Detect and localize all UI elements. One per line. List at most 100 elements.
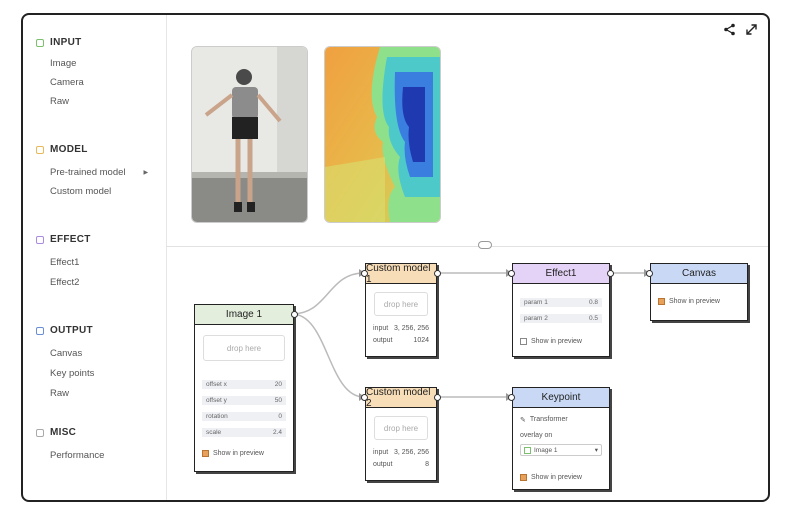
param-value: 0	[278, 413, 282, 420]
node-canvas[interactable]: Canvas Show in preview	[646, 263, 748, 321]
sidebar-item-pretrained-model[interactable]: Pre-trained model ▶	[50, 167, 148, 178]
sidebar-section-model[interactable]: MODEL	[36, 144, 88, 155]
transformer-row[interactable]: ✎ Transformer	[520, 416, 602, 424]
sidebar-item-raw-output[interactable]: Raw	[50, 388, 70, 399]
output-port[interactable]	[607, 270, 614, 277]
drop-zone[interactable]: drop here	[374, 416, 428, 440]
node-title: Custom model 2	[366, 387, 436, 409]
checkbox-checked-icon	[658, 298, 665, 305]
section-title: OUTPUT	[50, 325, 93, 336]
input-photo-preview[interactable]	[191, 46, 308, 223]
sidebar-item-camera[interactable]: Camera	[50, 77, 84, 88]
output-port[interactable]	[434, 270, 441, 277]
show-in-preview-checkbox[interactable]: Show in preview	[520, 474, 582, 481]
row-value: 1024	[413, 337, 429, 344]
output-square-icon	[36, 326, 44, 335]
input-port[interactable]	[646, 270, 653, 277]
overlay-select-value: Image 1	[524, 446, 558, 454]
resize-handle[interactable]	[478, 241, 492, 249]
sidebar-item-custom-model[interactable]: Custom model	[50, 186, 112, 197]
input-port[interactable]	[361, 270, 368, 277]
section-title: MODEL	[50, 144, 88, 155]
row-label: output	[373, 461, 393, 468]
output-port[interactable]	[434, 394, 441, 401]
checkbox-unchecked-icon	[520, 338, 527, 345]
sidebar-section-output[interactable]: OUTPUT	[36, 325, 93, 336]
output-shape-row: output 1024	[373, 337, 429, 344]
section-title: MISC	[50, 427, 77, 438]
node-title: Effect1	[513, 264, 609, 284]
param-rotation[interactable]: rotation 0	[202, 412, 286, 421]
sidebar-section-misc[interactable]: MISC	[36, 427, 76, 438]
param-label: rotation	[206, 413, 228, 420]
overlay-label: overlay on	[520, 432, 602, 439]
node-title: Canvas	[651, 264, 747, 284]
param-value: 2.4	[272, 429, 282, 436]
overlay-select[interactable]: Image 1 ▾	[520, 444, 602, 456]
sidebar-item-image[interactable]: Image	[50, 58, 77, 69]
node-keypoint[interactable]: Keypoint ✎ Transformer overlay on Image …	[508, 387, 610, 490]
param-scale[interactable]: scale 2.4	[202, 428, 286, 437]
param-value: 0.5	[588, 315, 598, 322]
node-edges	[291, 269, 650, 401]
section-title: EFFECT	[50, 234, 91, 245]
param-label: param 1	[524, 299, 548, 306]
checkbox-label: Show in preview	[531, 474, 582, 481]
transformer-label: Transformer	[529, 416, 568, 423]
dropdown-arrow-icon: ▾	[594, 447, 598, 454]
node-title: Custom model 1	[366, 263, 436, 285]
sidebar-item-effect1[interactable]: Effect1	[50, 257, 80, 268]
param-2[interactable]: param 2 0.5	[520, 314, 602, 323]
show-in-preview-checkbox[interactable]: Show in preview	[520, 338, 582, 345]
checkbox-checked-icon	[520, 474, 527, 481]
sidebar-section-input[interactable]: INPUT	[36, 37, 82, 48]
drop-zone[interactable]: drop here	[374, 292, 428, 316]
param-label: offset x	[206, 381, 227, 388]
param-offset-y[interactable]: offset y 50	[202, 396, 286, 405]
checkbox-label: Show in preview	[531, 338, 582, 345]
sidebar-item-raw-input[interactable]: Raw	[50, 96, 70, 107]
pencil-icon: ✎	[520, 417, 526, 424]
input-square-icon	[36, 38, 44, 47]
sidebar-item-effect2[interactable]: Effect2	[50, 277, 80, 288]
input-port[interactable]	[508, 394, 515, 401]
param-label: param 2	[524, 315, 548, 322]
caret-right-icon: ▶	[143, 170, 149, 176]
show-in-preview-checkbox[interactable]: Show in preview	[658, 298, 720, 305]
sidebar-section-effect[interactable]: EFFECT	[36, 234, 91, 245]
show-in-preview-checkbox[interactable]: Show in preview	[202, 450, 264, 457]
model-square-icon	[36, 145, 44, 154]
checkbox-label: Show in preview	[669, 298, 720, 305]
sidebar-item-key-points[interactable]: Key points	[50, 368, 95, 379]
drop-zone[interactable]: drop here	[203, 335, 285, 361]
sidebar-item-performance[interactable]: Performance	[50, 450, 105, 461]
share-icon[interactable]	[723, 23, 736, 39]
misc-square-icon	[36, 428, 44, 437]
sidebar-item-label: Pre-trained model	[50, 167, 126, 178]
output-port[interactable]	[291, 311, 298, 318]
depth-map-preview[interactable]	[324, 46, 441, 223]
sidebar-item-canvas[interactable]: Canvas	[50, 348, 83, 359]
section-title: INPUT	[50, 37, 82, 48]
param-value: 50	[274, 397, 282, 404]
row-value: 3, 256, 256	[393, 325, 429, 332]
input-port[interactable]	[508, 270, 515, 277]
node-title: Keypoint	[513, 388, 609, 408]
overlay-label-text: overlay on	[520, 432, 553, 439]
row-label: output	[373, 337, 393, 344]
row-label: input	[373, 449, 389, 456]
param-label: scale	[206, 429, 222, 436]
expand-icon[interactable]	[745, 23, 758, 39]
checkbox-checked-icon	[202, 450, 209, 457]
checkbox-label: Show in preview	[213, 450, 264, 457]
input-port[interactable]	[361, 394, 368, 401]
param-label: offset y	[206, 397, 227, 404]
